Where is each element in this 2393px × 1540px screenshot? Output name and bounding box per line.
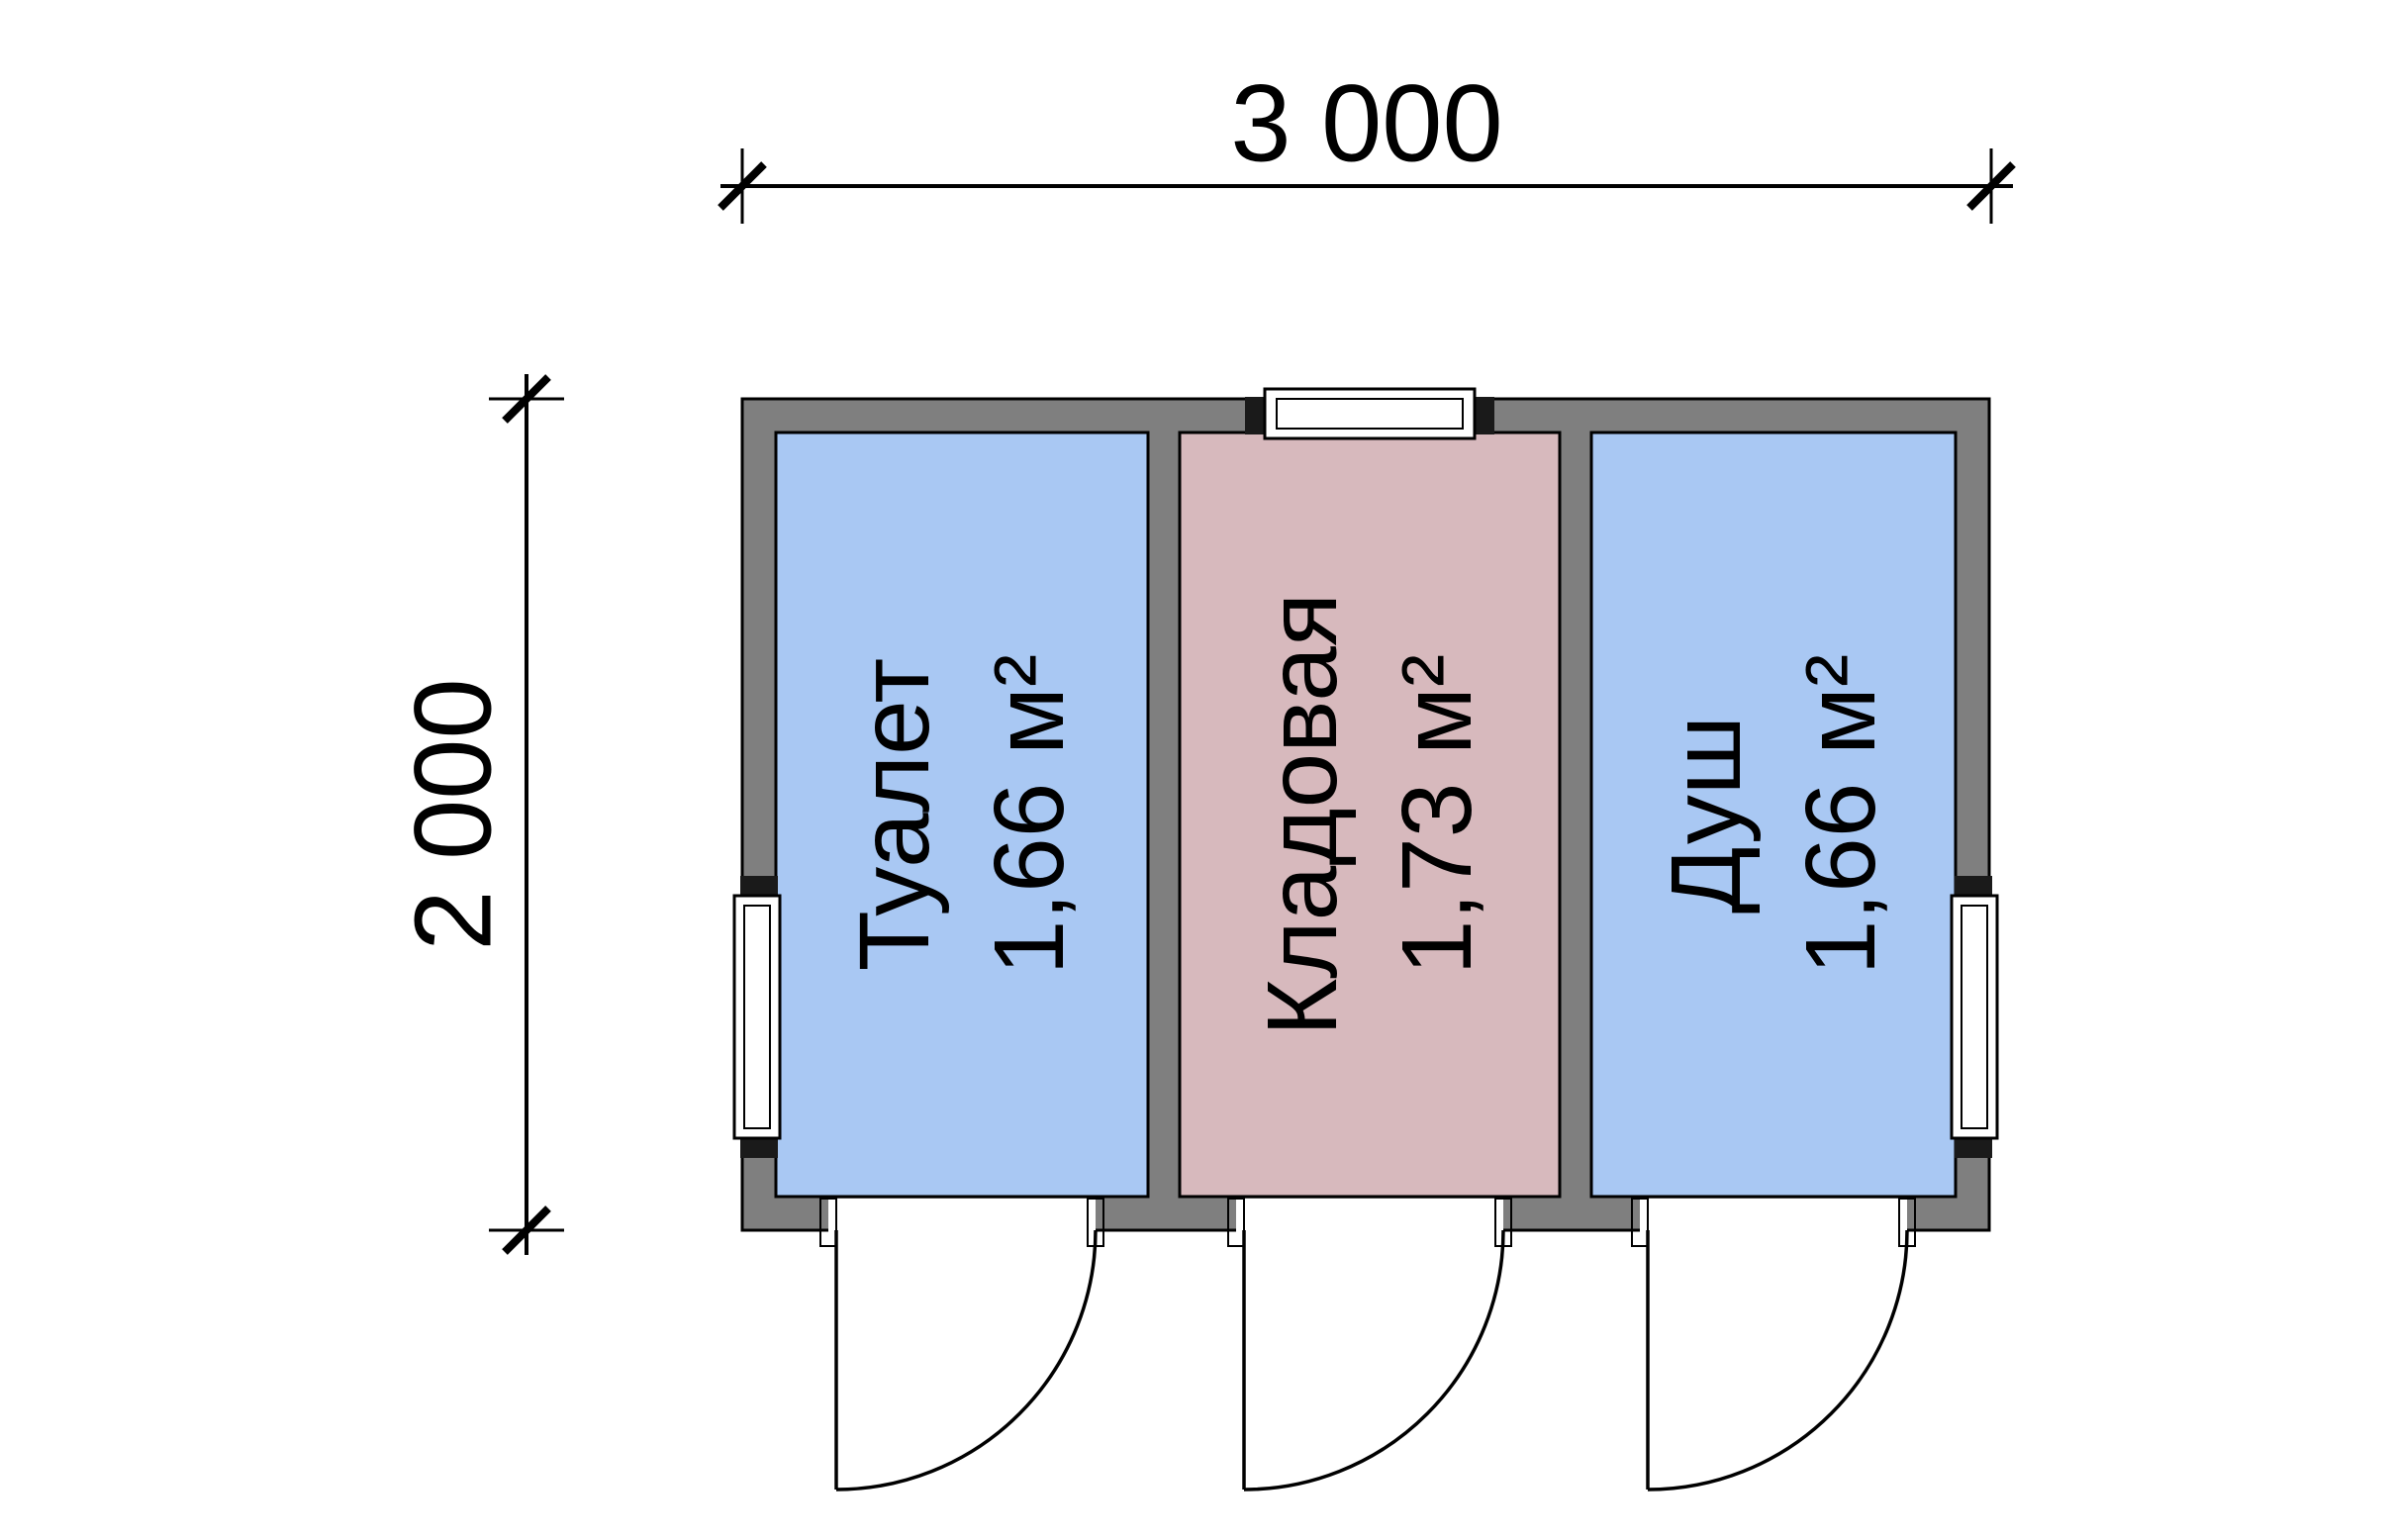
- room-name: Кладовая: [1247, 593, 1358, 1036]
- room-label-toilet: Туалет 1,66 м²: [839, 654, 1085, 975]
- room-name: Туалет: [839, 658, 950, 971]
- door-toilet: [819, 1198, 1104, 1492]
- door-swing-arc: [1243, 1229, 1505, 1492]
- door-opening: [1236, 1199, 1503, 1234]
- window-glazing: [1276, 398, 1464, 430]
- door-storage: [1227, 1198, 1512, 1492]
- window-stub-right: [1475, 397, 1494, 434]
- window-stub-bottom: [1955, 1138, 1992, 1158]
- room-floor-toilet: [774, 431, 1150, 1199]
- window-stub-top: [740, 876, 778, 896]
- room-floor-shower: [1589, 431, 1958, 1199]
- dimension-tick-left: [718, 161, 767, 211]
- dimension-height-label: 2 000: [393, 678, 515, 950]
- room-floor-storage: [1178, 431, 1562, 1199]
- window-glazing: [1961, 905, 1988, 1129]
- window-glazing: [743, 905, 771, 1129]
- window-stub-bottom: [740, 1138, 778, 1158]
- dimension-tick-bottom: [502, 1205, 551, 1255]
- window-right: [1950, 876, 1999, 1158]
- window-left: [732, 876, 782, 1158]
- dimension-top: 3 000: [718, 63, 2016, 224]
- room-area: 1,73 м²: [1382, 654, 1492, 975]
- dimension-tick-right: [1966, 161, 2016, 211]
- dimension-tick-top: [502, 374, 551, 424]
- room-label-shower: Душ 1,66 м²: [1651, 654, 1896, 975]
- dimension-width-label: 3 000: [1230, 63, 1502, 185]
- room-label-storage: Кладовая 1,73 м²: [1247, 593, 1492, 1036]
- door-swing-arc: [835, 1229, 1098, 1492]
- window-top: [1245, 387, 1494, 440]
- dimension-left: 2 000: [393, 374, 564, 1255]
- door-jamb-left: [1631, 1198, 1649, 1247]
- room-name: Душ: [1651, 716, 1762, 914]
- window-frame: [732, 894, 782, 1140]
- window-frame: [1263, 387, 1477, 440]
- window-frame: [1950, 894, 1999, 1140]
- room-area: 1,66 м²: [1785, 654, 1896, 975]
- room-area: 1,66 м²: [974, 654, 1085, 975]
- door-shower: [1631, 1198, 1916, 1492]
- door-jamb-left: [1227, 1198, 1245, 1247]
- door-opening: [828, 1199, 1096, 1234]
- door-jamb-left: [819, 1198, 837, 1247]
- window-stub-top: [1955, 876, 1992, 896]
- door-swing-arc: [1647, 1229, 1909, 1492]
- door-opening: [1640, 1199, 1907, 1234]
- window-stub-left: [1245, 397, 1265, 434]
